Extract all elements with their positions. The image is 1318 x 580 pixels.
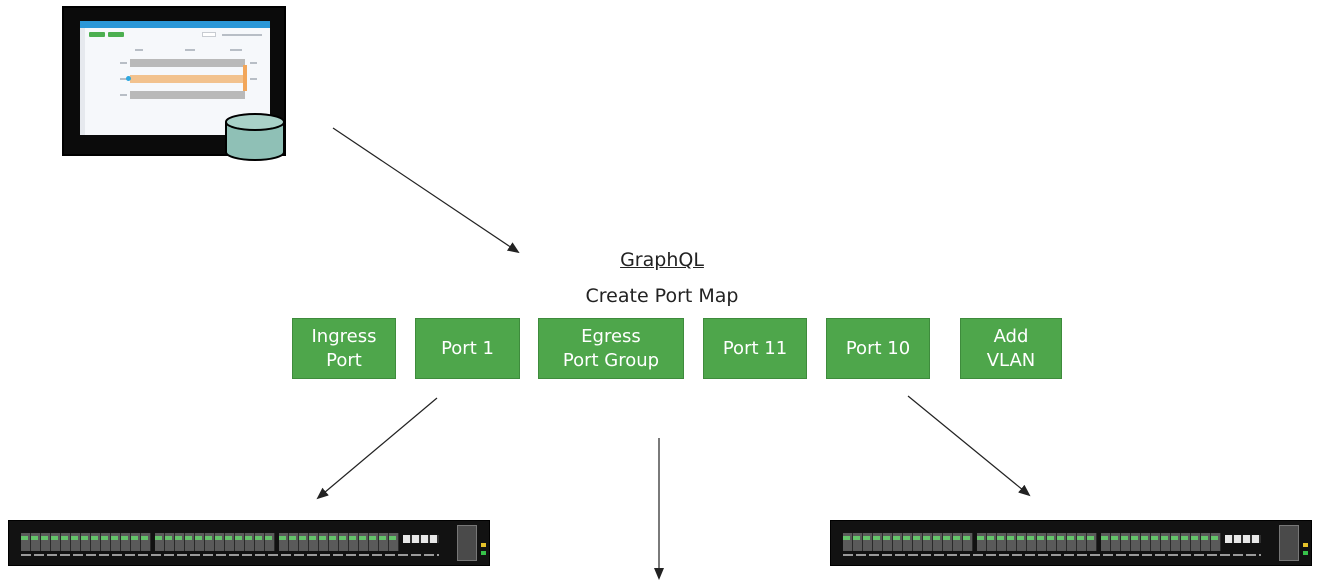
switch-port-labels <box>843 554 1261 556</box>
switch-port-group <box>977 533 1097 551</box>
dashboard-topbar <box>80 21 270 28</box>
switch-port-group <box>279 533 399 551</box>
dashboard-row-label <box>120 78 127 80</box>
dashboard-flow-bar <box>130 59 245 67</box>
dashboard-column-label <box>185 49 195 51</box>
switch-psu <box>1279 525 1299 561</box>
dashboard-selected-node <box>126 76 131 81</box>
dashboard-toolbar-text <box>222 34 262 36</box>
box-egress-port-group: Egress Port Group <box>538 318 684 379</box>
box-port-11: Port 11 <box>703 318 807 379</box>
box-add-vlan: Add VLAN <box>960 318 1062 379</box>
dashboard-target-node <box>243 65 247 91</box>
network-switch-icon <box>830 520 1312 566</box>
dashboard-row-label <box>250 78 257 80</box>
arrow-monitor-to-graphql <box>332 127 520 254</box>
switch-status-led <box>1303 551 1308 555</box>
arrow-port1-to-left-switch <box>316 397 438 500</box>
switch-status-led <box>481 551 486 555</box>
dashboard-row-label <box>120 62 127 64</box>
switch-port-labels <box>21 554 439 556</box>
diagram-subtitle: Create Port Map <box>585 285 739 307</box>
switch-uplink-ports <box>1225 535 1261 543</box>
dashboard-sidebar <box>80 28 85 135</box>
arrow-port10-to-right-switch <box>907 395 1031 497</box>
diagram-title: GraphQL <box>620 249 704 271</box>
switch-port-group <box>1101 533 1221 551</box>
dashboard-column-label <box>230 49 242 51</box>
switch-port-group <box>21 533 151 551</box>
dashboard-flow-bar-highlighted <box>130 75 245 83</box>
dashboard-green-button <box>108 32 124 37</box>
dashboard-green-button <box>89 32 105 37</box>
dashboard-flow-bar <box>130 91 245 99</box>
switch-uplink-ports <box>403 535 439 543</box>
box-ingress-port: Ingress Port <box>292 318 396 379</box>
dashboard-row-label <box>120 94 127 96</box>
switch-port-group <box>155 533 275 551</box>
switch-psu <box>457 525 477 561</box>
dashboard-column-label <box>135 49 143 51</box>
box-port-1: Port 1 <box>415 318 520 379</box>
dashboard-row-label <box>250 62 257 64</box>
box-port-10: Port 10 <box>826 318 930 379</box>
switch-status-led <box>481 543 486 547</box>
switch-status-led <box>1303 543 1308 547</box>
switch-port-group <box>843 533 973 551</box>
dashboard-white-button <box>202 32 216 37</box>
database-icon <box>225 113 285 161</box>
network-switch-icon <box>8 520 490 566</box>
